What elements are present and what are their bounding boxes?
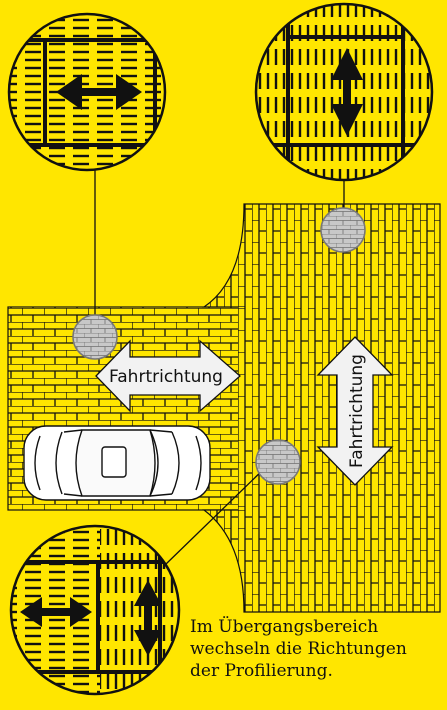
- vertical-arrow-label: Fahrtrichtung: [347, 354, 367, 468]
- marker-circle-left: [72, 314, 118, 360]
- horizontal-direction-arrow: Fahrtrichtung: [95, 339, 241, 413]
- caption: Im Übergangsbereich wechseln die Richtun…: [190, 616, 440, 682]
- leader-lines: [94, 170, 345, 566]
- caption-line-2: wechseln die Richtungen: [190, 639, 407, 659]
- direction-arrow-icon: [56, 74, 142, 110]
- car-top-view-icon: [23, 425, 211, 501]
- caption-line-1: Im Übergangsbereich: [190, 617, 379, 637]
- direction-arrow-icon: [331, 48, 363, 136]
- right-area-paving: [202, 203, 441, 613]
- direction-arrow-icon: [95, 339, 241, 413]
- vertical-direction-arrow: Fahrtrichtung: [316, 336, 394, 486]
- marker-circle-top: [320, 207, 366, 253]
- direction-arrow-icon: [316, 336, 394, 486]
- magnifier-top-left: [7, 12, 167, 172]
- magnifier-bottom-left: [9, 524, 181, 696]
- transition-zone: [238, 307, 246, 510]
- direction-arrow-icon: [134, 580, 162, 656]
- marker-circle-bottom: [255, 439, 301, 485]
- marker-circles: [72, 207, 366, 485]
- direction-arrow-icon: [20, 597, 92, 627]
- magnifier-top-right: [254, 2, 434, 182]
- caption-line-3: der Profilierung.: [190, 661, 333, 681]
- horizontal-arrow-label: Fahrtrichtung: [109, 367, 223, 387]
